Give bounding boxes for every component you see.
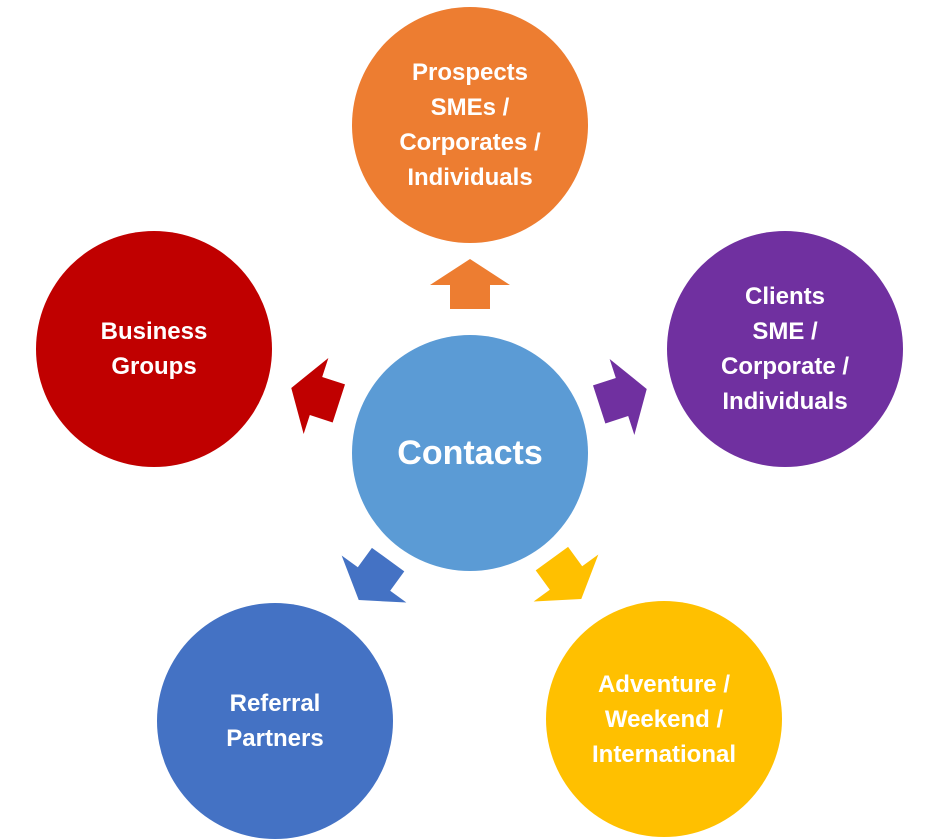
contacts-center-label: Contacts xyxy=(397,433,543,472)
arrow-down-right-icon xyxy=(533,546,599,602)
adventure-label: Adventure / Weekend / International xyxy=(591,670,736,768)
prospects-label: Prospects SMEs / Corporates / Individual… xyxy=(399,59,541,191)
referral-partners-node: Referral Partners xyxy=(157,603,393,839)
arrow-down-left-icon xyxy=(341,547,407,603)
adventure-node: Adventure / Weekend / International xyxy=(546,601,782,837)
prospects-node: Prospects SMEs / Corporates / Individual… xyxy=(352,7,588,243)
clients-label: Clients SME / Corporate / Individuals xyxy=(720,283,849,415)
business-groups-node: Business Groups xyxy=(36,231,272,467)
arrow-right-icon xyxy=(592,358,647,436)
clients-node: Clients SME / Corporate / Individuals xyxy=(667,231,903,467)
contacts-center-node: Contacts xyxy=(352,335,588,571)
business-groups-label: Business Groups xyxy=(100,318,208,380)
referral-partners-label: Referral Partners xyxy=(226,690,324,752)
arrow-left-icon xyxy=(291,357,346,435)
arrow-up-icon xyxy=(430,259,510,309)
